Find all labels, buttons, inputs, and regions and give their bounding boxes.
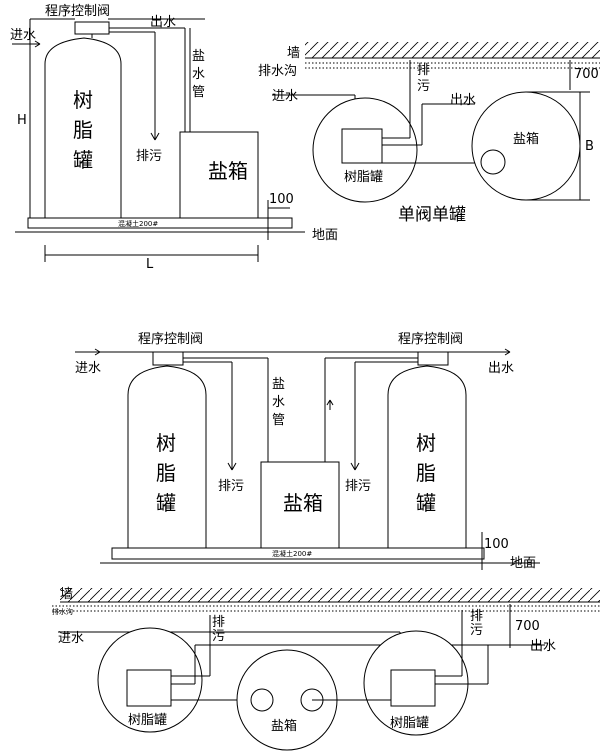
outlet-bottom-label: 出水 — [530, 639, 556, 654]
inlet-label: 进水 — [10, 28, 36, 43]
brine-char-3: 管 — [192, 85, 205, 100]
outlet-label-3: 出水 — [488, 361, 514, 376]
wall-label: 墙 — [287, 46, 300, 61]
concrete-middle-label: 混凝土200# — [272, 549, 312, 558]
single-tank-plan: 墙 排水沟 排 污 700 进水 树脂罐 出水 盐箱 B 单阀单罐 — [258, 42, 600, 225]
tank-right-char-1: 树 — [416, 431, 436, 455]
wall-bottom-label: 墙 — [60, 587, 73, 602]
drain-right-label: 排污 — [345, 479, 371, 494]
drain-left-label: 排污 — [218, 479, 244, 494]
single-tank-elevation: 程序控制阀 出水 进水 树 脂 罐 H 排污 盐 水 管 盐箱 — [10, 4, 338, 272]
resin-tank — [44, 37, 122, 219]
drain-br-char-1: 排 — [470, 609, 483, 624]
salt-box — [179, 131, 259, 219]
tank-char-1: 树 — [73, 88, 93, 112]
concrete-slab-middle — [111, 547, 485, 560]
tank-right-char-2: 脂 — [416, 461, 436, 485]
valve-left-label: 程序控制阀 — [138, 332, 203, 347]
inlet-label-3: 进水 — [75, 361, 101, 376]
dim-100-middle: 100 — [484, 537, 509, 552]
dim-700-label: 700 — [574, 67, 599, 82]
ditch-bottom-label: 排水沟 — [52, 607, 73, 616]
ground-middle-label: 地面 — [510, 556, 536, 571]
tank-plan-label: 树脂罐 — [344, 170, 383, 185]
tank-left-char-3: 罐 — [156, 491, 176, 515]
diagram-title: 单阀单罐 — [398, 205, 466, 225]
brine-m-char-3: 管 — [272, 413, 285, 428]
inlet-bottom-label: 进水 — [58, 631, 84, 646]
valve-box-left — [126, 669, 172, 707]
ground-label: 地面 — [312, 228, 338, 243]
drain-bl-char-2: 污 — [212, 629, 225, 644]
valve-label: 程序控制阀 — [45, 4, 110, 19]
drain-char-1: 排 — [417, 63, 430, 78]
tank-left-char-1: 树 — [156, 431, 176, 455]
brine-char-1: 盐 — [192, 49, 205, 64]
valve-left-icon — [152, 351, 184, 366]
concrete-slab — [27, 217, 293, 229]
brine-well — [480, 149, 506, 175]
brine-well-left — [250, 688, 274, 712]
tank-char-3: 罐 — [73, 148, 93, 172]
salt-bottom-label: 盐箱 — [271, 718, 297, 734]
resin-tank-right — [387, 365, 467, 549]
ditch-label: 排水沟 — [258, 64, 297, 79]
drain-label: 排污 — [136, 149, 162, 164]
length-label: L — [146, 257, 154, 272]
resin-tank-left — [127, 365, 207, 549]
valve-box-right — [390, 669, 436, 707]
salt-plan-label: 盐箱 — [513, 131, 539, 147]
drain-br-char-2: 污 — [470, 623, 483, 638]
control-valve-icon — [74, 21, 110, 35]
salt-box-middle — [260, 461, 340, 549]
brine-m-char-1: 盐 — [272, 377, 285, 392]
height-label: H — [17, 113, 27, 128]
salt-box-label: 盐箱 — [208, 159, 248, 183]
dim-700-bottom: 700 — [515, 619, 540, 634]
drain-bl-char-1: 排 — [212, 615, 225, 630]
brine-m-char-2: 水 — [272, 395, 285, 410]
valve-right-label: 程序控制阀 — [398, 332, 463, 347]
double-tank-plan: 墙 排水沟 排 污 排 污 700 进水 出水 树脂罐 盐箱 树脂罐 — [52, 587, 600, 751]
salt-middle-label: 盐箱 — [283, 491, 323, 515]
valve-box — [341, 128, 383, 164]
tank-left-char-2: 脂 — [156, 461, 176, 485]
drain-char-2: 污 — [417, 79, 430, 94]
inlet-label-2: 进水 — [272, 89, 298, 104]
tank-left-plan-label: 树脂罐 — [128, 713, 167, 728]
tank-right-plan-label: 树脂罐 — [390, 716, 429, 731]
tank-right-char-3: 罐 — [416, 491, 436, 515]
outlet-label-2: 出水 — [450, 93, 476, 108]
valve-right-icon — [417, 351, 449, 366]
double-tank-elevation: 程序控制阀 程序控制阀 进水 出水 树 脂 罐 树 脂 罐 排污 — [75, 332, 540, 571]
brine-char-2: 水 — [192, 67, 205, 82]
concrete-label: 混凝土200# — [118, 219, 158, 228]
dim-100-label: 100 — [269, 192, 294, 207]
tank-char-2: 脂 — [73, 118, 93, 142]
b-label: B — [585, 139, 594, 154]
